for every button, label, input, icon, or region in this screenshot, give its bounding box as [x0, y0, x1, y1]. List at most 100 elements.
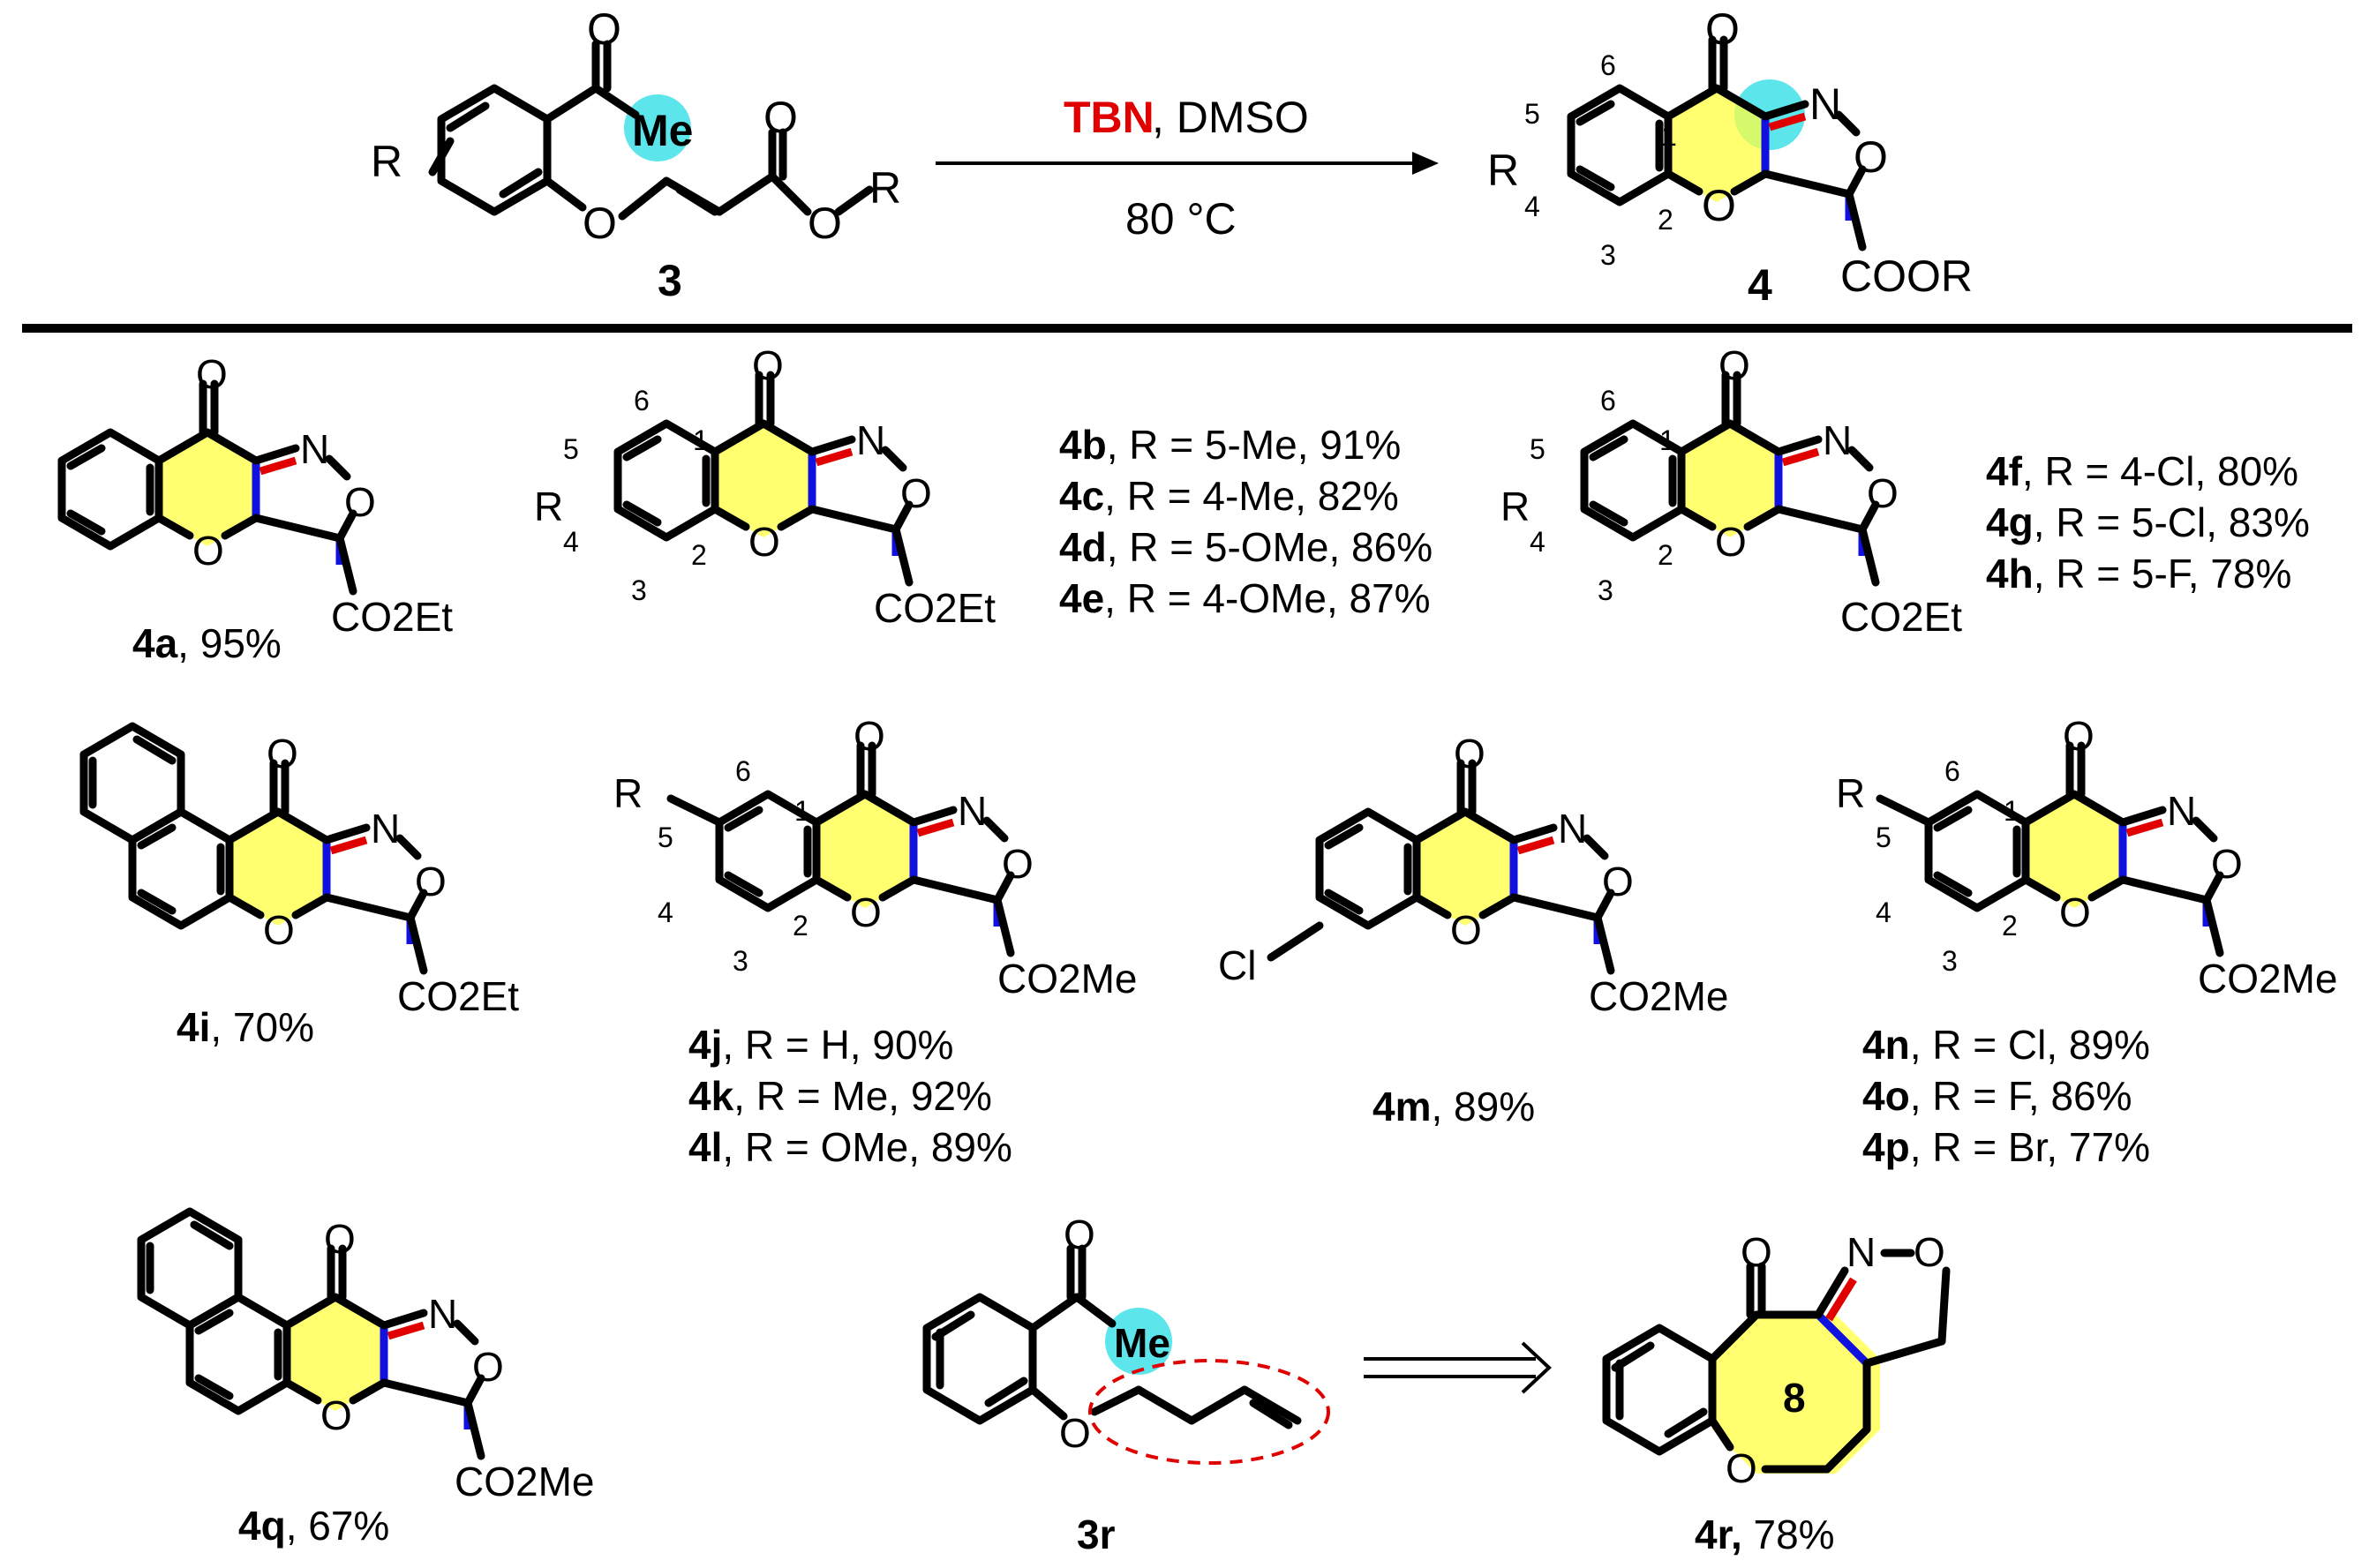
position-3: 3 — [1598, 574, 1613, 606]
position-4: 4 — [1876, 897, 1891, 928]
atom-o: O — [900, 470, 932, 516]
ester-label: CO2Me — [2198, 956, 2337, 1002]
atom-n: N — [856, 417, 885, 463]
position-6: 6 — [735, 755, 751, 787]
atom-o: O — [2063, 713, 2094, 759]
chloro-label: Cl — [1218, 942, 1256, 988]
ester-label: CO2Me — [1589, 973, 1728, 1019]
position-3: 3 — [631, 574, 647, 606]
atom-o: O — [196, 351, 228, 397]
reagent-tbn: TBN — [1064, 93, 1154, 142]
position-1: 1 — [2004, 795, 2019, 827]
atom-n: N — [1558, 806, 1587, 852]
ester-label: CO2Me — [455, 1459, 594, 1504]
ring-size-label: 8 — [1783, 1375, 1806, 1421]
atom-o: O — [2211, 841, 2243, 887]
atom-o: O — [320, 1392, 352, 1438]
atom-o: O — [748, 519, 780, 565]
position-3: 3 — [733, 945, 748, 977]
temperature: 80 °C — [1125, 194, 1237, 244]
position-2: 2 — [691, 539, 707, 571]
position-5: 5 — [1876, 822, 1891, 853]
atom-n: N — [428, 1291, 457, 1337]
atom-o: O — [850, 889, 882, 935]
position-3: 3 — [1600, 239, 1616, 271]
atom-o: O — [324, 1216, 356, 1262]
position-4: 4 — [658, 897, 673, 928]
substituent-r: R — [534, 484, 563, 529]
list-4f-4h: 4f, R = 4-Cl, 80% 4g, R = 5-Cl, 83% 4h, … — [1986, 448, 2310, 596]
list-item: 4l, R = OMe, 89% — [688, 1124, 1012, 1170]
position-5: 5 — [563, 433, 579, 465]
atom-n: N — [1846, 1229, 1876, 1275]
position-2: 2 — [1658, 539, 1673, 571]
atom-o: O — [587, 4, 621, 54]
ester-label: CO2Et — [874, 585, 996, 631]
position-1: 1 — [1661, 120, 1677, 152]
compound-label-4r: 4r, 78% — [1695, 1512, 1835, 1557]
list-item: 4j, R = H, 90% — [688, 1022, 953, 1068]
reaction-arrow — [936, 152, 1439, 175]
atom-o: O — [763, 93, 798, 142]
atom-o: O — [267, 731, 298, 776]
substituent-r: R — [1487, 146, 1519, 195]
list-item: 4e, R = 4-OMe, 87% — [1059, 575, 1431, 621]
list-item: 4g, R = 5-Cl, 83% — [1986, 499, 2310, 545]
coor-label: COOR — [1840, 251, 1973, 301]
position-4: 4 — [1524, 191, 1540, 222]
ester-r: R — [869, 163, 901, 213]
list-item: 4o, R = F, 86% — [1862, 1073, 2132, 1119]
atom-o: O — [1602, 859, 1634, 904]
position-2: 2 — [1658, 204, 1673, 236]
atom-o: O — [1914, 1229, 1945, 1275]
atom-o: O — [2059, 889, 2091, 935]
atom-n: N — [1823, 417, 1852, 463]
atom-o: O — [1854, 132, 1888, 182]
atom-n: N — [300, 426, 329, 472]
atom-n: N — [2167, 788, 2196, 834]
substituent-r: R — [1836, 770, 1865, 816]
atom-o: O — [344, 479, 376, 525]
compound-label-4m: 4m, 89% — [1373, 1084, 1535, 1129]
list-item: 4c, R = 4-Me, 82% — [1059, 473, 1399, 519]
position-4: 4 — [1530, 526, 1545, 558]
position-5: 5 — [658, 822, 673, 853]
compound-label-4i: 4i, 70% — [177, 1004, 314, 1050]
atom-o: O — [1454, 731, 1485, 776]
position-2: 2 — [793, 910, 808, 942]
substituent-r: R — [371, 137, 402, 186]
atom-o: O — [1741, 1229, 1772, 1275]
list-4n-4p: 4n, R = Cl, 89% 4o, R = F, 86% 4p, R = B… — [1862, 1022, 2150, 1170]
position-1: 1 — [1659, 424, 1675, 456]
atom-n: N — [958, 788, 987, 834]
solvent: , DMSO — [1152, 93, 1309, 142]
position-6: 6 — [634, 385, 650, 416]
structure-3r — [922, 1244, 1330, 1465]
product-label: 4 — [1748, 260, 1772, 310]
atom-n: N — [1809, 79, 1841, 129]
structure-4r — [1602, 1249, 1951, 1474]
list-4j-4l: 4j, R = H, 90% 4k, R = Me, 92% 4l, R = O… — [688, 1022, 1012, 1170]
list-item: 4f, R = 4-Cl, 80% — [1986, 448, 2298, 494]
position-2: 2 — [2002, 910, 2018, 942]
retro-arrow — [1364, 1341, 1552, 1394]
compound-label-4a: 4a, 95% — [132, 620, 282, 666]
atom-n: N — [371, 806, 400, 852]
position-6: 6 — [1600, 385, 1616, 416]
methyl-label: Me — [1114, 1320, 1170, 1366]
atom-o: O — [192, 528, 224, 574]
atom-o: O — [1702, 181, 1736, 230]
substrate-label: 3 — [658, 256, 682, 305]
ester-label: CO2Et — [1840, 594, 1962, 640]
atom-o: O — [1450, 907, 1482, 953]
atom-o: O — [1867, 470, 1899, 516]
atom-o: O — [1064, 1212, 1095, 1257]
list-item: 4n, R = Cl, 89% — [1862, 1022, 2150, 1068]
list-item: 4k, R = Me, 92% — [688, 1073, 992, 1119]
atom-o: O — [1002, 841, 1034, 887]
list-item: 4p, R = Br, 77% — [1862, 1124, 2150, 1170]
position-3: 3 — [1942, 945, 1958, 977]
compound-label-3r: 3r — [1077, 1512, 1116, 1557]
list-item: 4d, R = 5-OMe, 86% — [1059, 524, 1433, 570]
atom-o: O — [415, 859, 447, 904]
